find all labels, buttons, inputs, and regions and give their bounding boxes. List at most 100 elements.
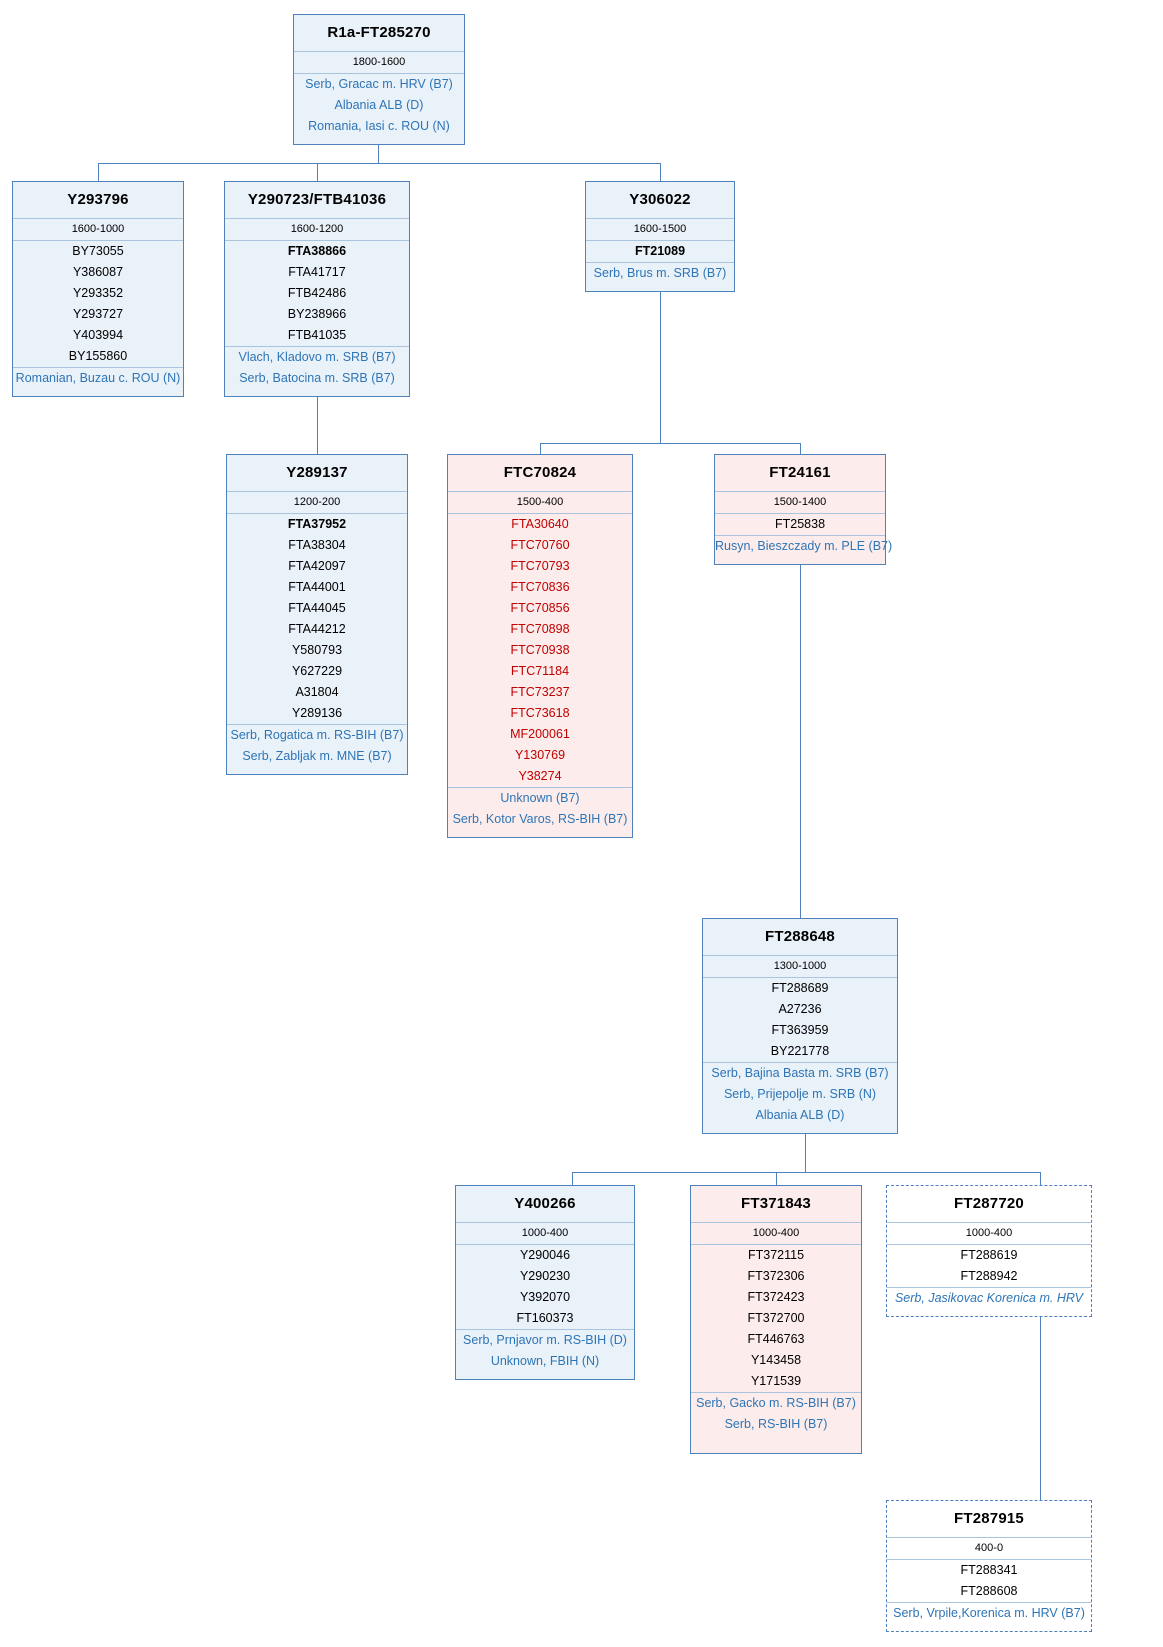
snp-row: Y403994 bbox=[72, 328, 124, 342]
sample-row: Serb, Batocina m. SRB (B7) bbox=[239, 371, 395, 385]
snp-row: Y392070 bbox=[519, 1290, 571, 1304]
sample-list: Serb, Prnjavor m. RS-BIH (D) Unknown, FBI… bbox=[456, 1329, 634, 1379]
sample-list: Serb, Bajina Basta m. SRB (B7)Serb, Prij… bbox=[703, 1062, 897, 1133]
clade-box-y306022[interactable]: Y306022 1600-1500 FT21089 Serb, Brus m. … bbox=[585, 181, 735, 292]
connector-line bbox=[660, 163, 661, 181]
snp-row: FT372306 bbox=[747, 1269, 805, 1283]
snp-row: FTA30640 bbox=[511, 517, 569, 531]
snp-row: FTB41035 bbox=[287, 328, 347, 342]
date-range: 1600-1000 bbox=[71, 223, 125, 235]
sample-row: Unknown, FBIH (N) bbox=[490, 1354, 600, 1368]
connector-line bbox=[800, 561, 801, 918]
connector-line bbox=[805, 1130, 806, 1173]
date-range: 1000-400 bbox=[521, 1227, 569, 1239]
sample-row: Unknown (B7) bbox=[500, 791, 580, 805]
sample-row: Serb, Brus m. SRB (B7) bbox=[593, 266, 727, 280]
snp-row: FTC70760 bbox=[510, 538, 570, 552]
sample-list: Serb, Brus m. SRB (B7) bbox=[586, 262, 734, 291]
sample-list: Serb, Vrpile,Korenica m. HRV (B7) bbox=[887, 1602, 1091, 1631]
snp-row: FT288619 bbox=[960, 1248, 1018, 1262]
snp-row: FTA41717 bbox=[288, 265, 346, 279]
snp-row: FTC70938 bbox=[510, 643, 570, 657]
snp-row: FT288689 bbox=[771, 981, 829, 995]
snp-row: FTA37952 bbox=[287, 517, 347, 531]
date-range: 1000-400 bbox=[752, 1227, 800, 1239]
sample-list: Unknown (B7) Serb, Kotor Varos, RS-BIH (B… bbox=[448, 787, 632, 837]
snp-row: FT372700 bbox=[747, 1311, 805, 1325]
snp-row: FTC70836 bbox=[510, 580, 570, 594]
sample-row: Romanian, Buzau c. ROU (N) bbox=[15, 371, 181, 385]
clade-title: Y400266 bbox=[456, 1186, 634, 1223]
sample-list: Serb, Jasikovac Korenica m. HRV bbox=[887, 1287, 1091, 1316]
sample-row: Serb, Prnjavor m. RS-BIH (D) bbox=[463, 1333, 627, 1347]
sample-row: Serb, RS-BIH (B7) bbox=[724, 1417, 828, 1431]
snp-row: Y38274 bbox=[518, 769, 562, 783]
snp-row: FTC73618 bbox=[510, 706, 570, 720]
date-range: 1500-1400 bbox=[773, 496, 827, 508]
snp-row: Y290230 bbox=[519, 1269, 571, 1283]
clade-title: Y306022 bbox=[586, 182, 734, 219]
snp-row: FTA38304 bbox=[288, 538, 346, 552]
sample-row: Serb, Zabljak m. MNE (B7) bbox=[242, 749, 392, 763]
connector-line bbox=[540, 443, 801, 444]
connector-line bbox=[1040, 1313, 1041, 1500]
snp-row: FT160373 bbox=[516, 1311, 574, 1325]
connector-line bbox=[660, 288, 661, 444]
sample-list: Serb, Gacko m. RS-BIH (B7) Serb, RS-BIH (… bbox=[691, 1392, 861, 1453]
connector-line bbox=[540, 443, 541, 454]
snp-row: Y171539 bbox=[750, 1374, 802, 1388]
clade-title: Y293796 bbox=[13, 182, 183, 219]
snp-row: FTC71184 bbox=[510, 664, 570, 678]
snp-row: Y289136 bbox=[291, 706, 343, 720]
clade-box-r1a-ft285270[interactable]: R1a-FT285270 1800-1600 Serb, Gracac m. H… bbox=[293, 14, 465, 145]
snp-row: FT372423 bbox=[747, 1290, 805, 1304]
connector-line bbox=[572, 1172, 573, 1185]
sample-list: Serb, Rogatica m. RS-BIH (B7)Serb, Zablj… bbox=[227, 724, 407, 774]
snp-list: FT21089 bbox=[586, 240, 734, 262]
sample-row: Serb, Kotor Varos, RS-BIH (B7) bbox=[452, 812, 628, 826]
date-range: 1200-200 bbox=[293, 496, 341, 508]
connector-line bbox=[98, 163, 99, 181]
connector-line bbox=[800, 443, 801, 454]
snp-row: FTA42097 bbox=[288, 559, 346, 573]
snp-row: A31804 bbox=[295, 685, 339, 699]
snp-row: FTA38866 bbox=[287, 244, 347, 258]
sample-list: Serb, Gracac m. HRV (B7)Albania ALB (D)R… bbox=[294, 73, 464, 144]
sample-row: Serb, Jasikovac Korenica m. HRV bbox=[894, 1291, 1084, 1305]
snp-row: FTC70898 bbox=[510, 622, 570, 636]
date-range: 1600-1200 bbox=[290, 223, 344, 235]
sample-row: Serb, Bajina Basta m. SRB (B7) bbox=[711, 1066, 889, 1080]
snp-row: BY73055 bbox=[72, 244, 124, 258]
snp-row: FTC70793 bbox=[510, 559, 570, 573]
snp-row: BY221778 bbox=[770, 1044, 830, 1058]
sample-list: Vlach, Kladovo m. SRB (B7)Serb, Batocina… bbox=[225, 346, 409, 396]
clade-title: FT371843 bbox=[691, 1186, 861, 1223]
snp-row: Y293352 bbox=[72, 286, 124, 300]
snp-list: FT25838 bbox=[715, 513, 885, 535]
clade-box-ft24161[interactable]: FT24161 1500-1400 FT25838 Rusyn, Bieszcz… bbox=[714, 454, 892, 565]
snp-row: Y290046 bbox=[519, 1248, 571, 1262]
connector-line bbox=[1040, 1172, 1041, 1185]
snp-row: FTA44045 bbox=[288, 601, 346, 615]
snp-row: Y143458 bbox=[750, 1353, 802, 1367]
snp-row: FTC70856 bbox=[510, 601, 570, 615]
date-range: 400-0 bbox=[974, 1542, 1004, 1554]
sample-row: Serb, Gacko m. RS-BIH (B7) bbox=[696, 1396, 856, 1410]
snp-row: BY155860 bbox=[68, 349, 128, 363]
snp-row: FTB42486 bbox=[287, 286, 347, 300]
snp-row: A27236 bbox=[778, 1002, 822, 1016]
